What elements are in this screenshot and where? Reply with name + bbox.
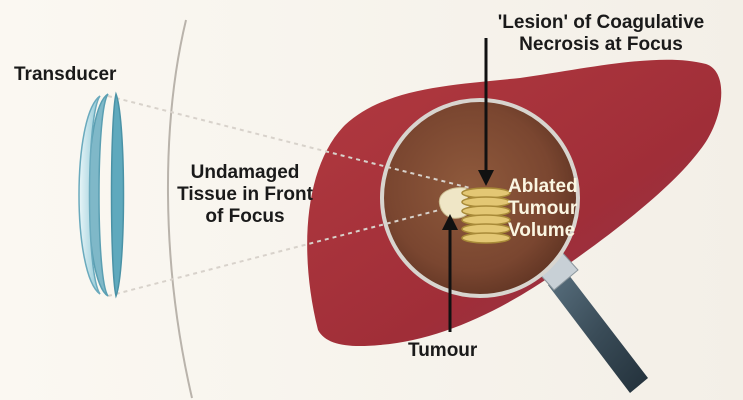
lesion-label: 'Lesion' of Coagulative Necrosis at Focu… — [470, 12, 732, 56]
lesion-line-1: 'Lesion' of Coagulative — [470, 12, 732, 34]
transducer-label: Transducer — [14, 64, 116, 86]
undamaged-tissue-line-3: of Focus — [162, 206, 328, 228]
ablated-line-1: Ablated — [508, 176, 578, 198]
ablated-volume-label: Ablated Tumour Volume — [508, 176, 578, 242]
ablated-line-2: Tumour — [508, 198, 578, 220]
undamaged-tissue-line-2: Tissue in Front — [162, 184, 328, 206]
ablated-line-3: Volume — [508, 220, 578, 242]
undamaged-tissue-label: Undamaged Tissue in Front of Focus — [162, 162, 328, 228]
tumour-label: Tumour — [408, 340, 477, 362]
lesion-line-2: Necrosis at Focus — [470, 34, 732, 56]
undamaged-tissue-line-1: Undamaged — [162, 162, 328, 184]
